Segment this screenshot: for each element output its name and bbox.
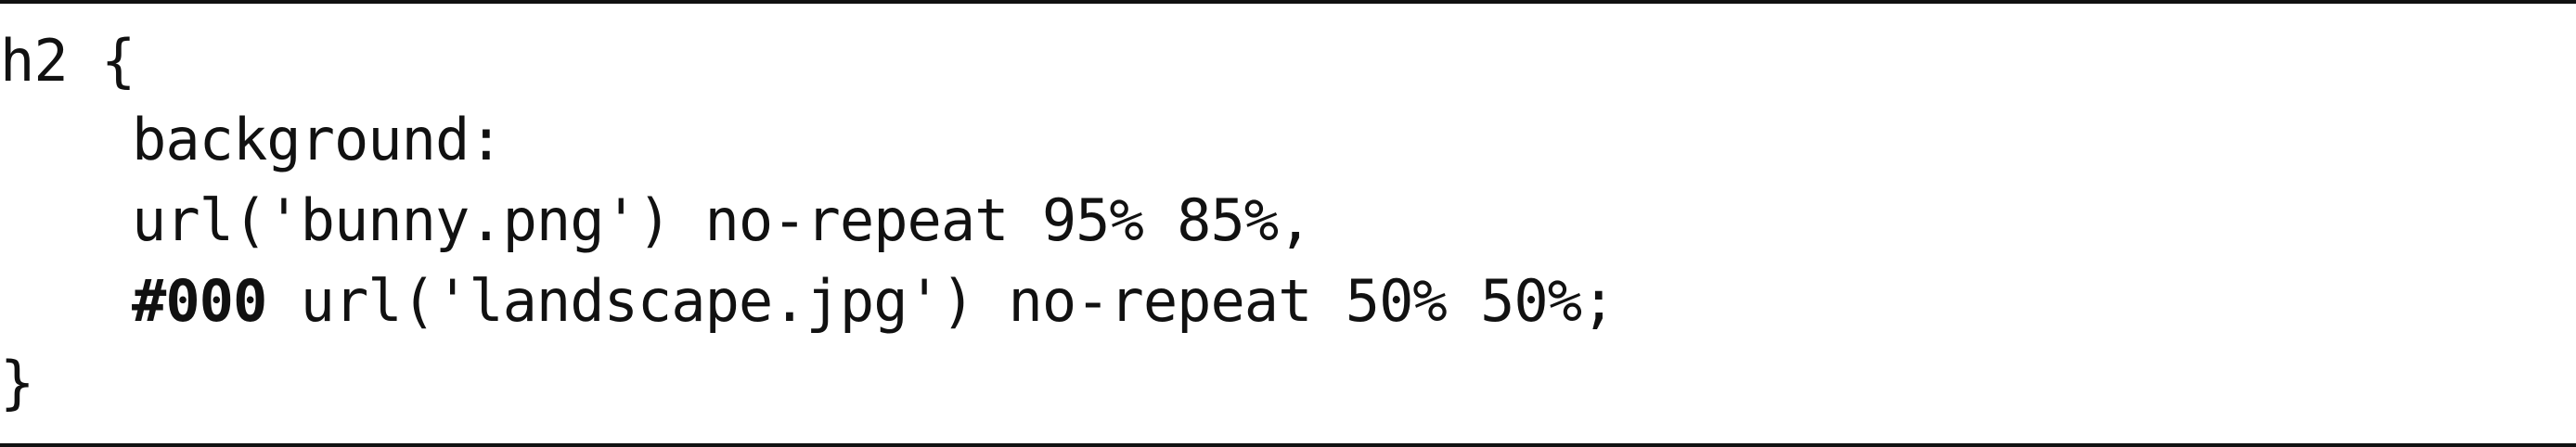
code-line-selector: h2 { xyxy=(0,27,135,95)
color-value-bold: #000 xyxy=(132,267,267,335)
code-line-background-layer-1: url('bunny.png') no-repeat 95% 85%, xyxy=(132,186,1312,254)
background-layer-2-rest: url('landscape.jpg') no-repeat 50% 50%; xyxy=(266,267,1616,335)
code-line-property: background: xyxy=(132,106,504,173)
code-line-background-layer-2: #000 url('landscape.jpg') no-repeat 50% … xyxy=(132,261,1616,342)
code-line-closing-brace: } xyxy=(0,349,34,416)
